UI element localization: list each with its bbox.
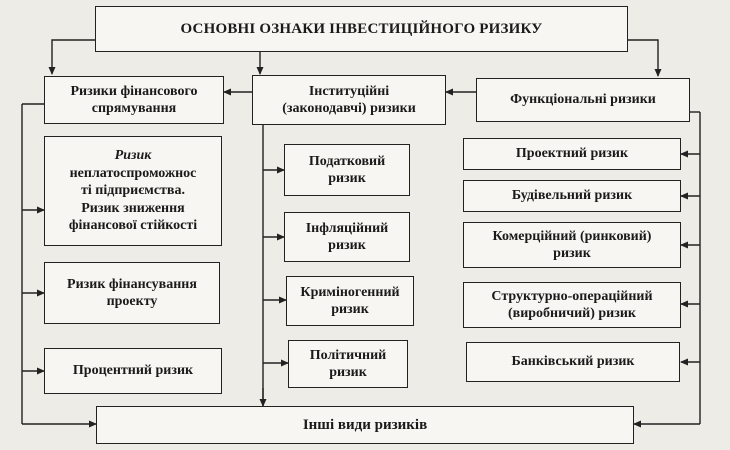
item-tax-line2: ризик (328, 171, 366, 186)
other-risks: Інші види ризиків (96, 406, 634, 444)
group-financial-line1: Ризики фінансового (70, 83, 198, 99)
item-project-financing-risk: Ризик фінансування проекту (44, 262, 220, 324)
item-commercial-risk: Комерційний (ринковий) ризик (463, 222, 681, 268)
item-criminogenic-line2: ризик (331, 302, 369, 317)
group-institutional: Інституційні (законодавчі) ризики (252, 75, 446, 125)
group-financial: Ризики фінансового спрямування (44, 76, 224, 124)
item-insolvency-line5: фінансової стійкості (68, 218, 198, 234)
item-interest-text: Процентний ризик (72, 363, 194, 379)
item-inflation-line2: ризик (328, 238, 366, 253)
item-construction-text: Будівельний ризик (511, 188, 633, 204)
item-interest-risk: Процентний ризик (44, 348, 222, 394)
item-commercial-line1: Комерційний (ринковий) (492, 228, 652, 244)
item-banking-risk: Банківський ризик (466, 342, 680, 382)
item-political-line1: Політичний (309, 347, 387, 363)
other-risks-text: Інші види ризиків (302, 416, 428, 433)
item-tax-line1: Податковий (308, 153, 386, 169)
arrow-title-to-functional (628, 39, 662, 77)
item-project-text: Проектний ризик (515, 146, 629, 162)
group-institutional-line2: (законодавчі) ризики (282, 101, 416, 116)
item-insolvency-line4: Ризик зниження (81, 200, 185, 216)
item-structural-line2: (виробничий) ризик (507, 306, 636, 321)
item-criminogenic-risk: Криміногенний ризик (286, 276, 414, 326)
diagram-title-text: ОСНОВНІ ОЗНАКИ ІНВЕСТИЦІЙНОГО РИЗИКУ (180, 20, 543, 37)
item-banking-text: Банківський ризик (511, 354, 635, 370)
item-project-financing-line2: проекту (106, 294, 158, 309)
item-project-risk: Проектний ризик (463, 138, 681, 170)
item-insolvency-line2: неплатоспроможнос (69, 165, 197, 181)
group-functional-text: Функціональні ризики (510, 92, 656, 108)
item-insolvency-line1: Ризик (114, 148, 152, 164)
item-criminogenic-line1: Криміногенний (300, 284, 400, 300)
item-commercial-line2: ризик (553, 246, 591, 261)
item-political-risk: Політичний ризик (288, 340, 408, 388)
group-financial-line2: спрямування (91, 101, 177, 116)
arrow-title-to-financial (48, 39, 95, 75)
item-inflation-risk: Інфляційний ризик (284, 212, 410, 262)
item-structural-risk: Структурно-операційний (виробничий) ризи… (463, 282, 681, 328)
item-project-financing-line1: Ризик фінансування (67, 276, 197, 292)
item-political-line2: ризик (329, 365, 367, 380)
item-tax-risk: Податковий ризик (284, 144, 410, 196)
item-structural-line1: Структурно-операційний (491, 288, 653, 304)
group-institutional-line1: Інституційні (308, 83, 390, 99)
item-inflation-line1: Інфляційний (305, 220, 389, 236)
diagram-title: ОСНОВНІ ОЗНАКИ ІНВЕСТИЦІЙНОГО РИЗИКУ (95, 6, 628, 52)
group-functional: Функціональні ризики (476, 78, 690, 122)
item-construction-risk: Будівельний ризик (463, 180, 681, 212)
item-insolvency-risk: Ризик неплатоспроможнос ті підприємства.… (44, 136, 222, 246)
item-insolvency-line3: ті підприємства. (81, 183, 185, 199)
